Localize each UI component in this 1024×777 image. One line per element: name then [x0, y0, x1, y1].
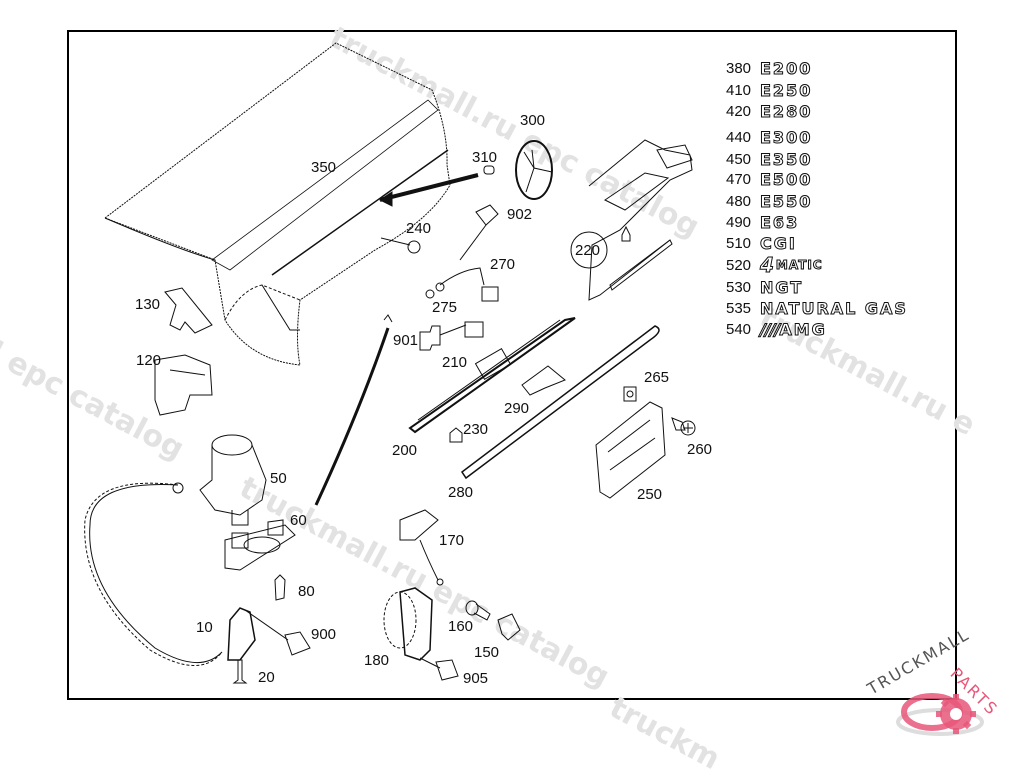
callout-50[interactable]: 50 [270, 470, 287, 487]
badge-e300: E300 [759, 127, 813, 147]
legend-number: 490 [726, 213, 752, 231]
legend-row[interactable]: 520 4 MATIC [726, 253, 823, 278]
truckmall-parts-logo: TRUCKMALL PARTS [860, 625, 1020, 750]
legend-number: 480 [726, 192, 752, 210]
handle-strip-200 [408, 317, 576, 434]
legend-row[interactable]: 450 E350 [726, 149, 812, 169]
trunk-lid-350 [103, 42, 451, 366]
callout-60[interactable]: 60 [290, 512, 307, 529]
legend-number: 450 [726, 150, 752, 168]
badge-e63: E63 [759, 212, 800, 232]
legend-number: 540 [726, 320, 752, 338]
callout-901[interactable]: 901 [393, 332, 419, 349]
gear-logo-icon [896, 693, 984, 736]
callout-230[interactable]: 230 [463, 421, 489, 438]
legend-number: 520 [726, 256, 752, 274]
callout-270[interactable]: 270 [490, 256, 516, 273]
callout-150[interactable]: 150 [474, 644, 500, 661]
release-cable [84, 482, 223, 666]
legend-row[interactable]: 480 E550 [726, 191, 812, 211]
callout-905[interactable]: 905 [463, 670, 489, 687]
callout-350[interactable]: 350 [311, 159, 337, 176]
diagram-frame [67, 30, 957, 700]
legend-number: 510 [726, 234, 752, 252]
badge-natural-gas: NATURAL GAS [760, 298, 908, 318]
callout-170[interactable]: 170 [439, 532, 465, 549]
legend-row[interactable]: 535 NATURAL GAS [726, 298, 908, 318]
legend-number: 440 [726, 128, 752, 146]
callout-180[interactable]: 180 [364, 652, 390, 669]
legend-row[interactable]: 380 E200 [726, 58, 812, 78]
badge-e280: E280 [759, 101, 813, 121]
parts-drawing [84, 42, 696, 684]
badge-amg: AMG [779, 319, 827, 339]
badge-cgi: CGI [760, 233, 797, 253]
callout-260[interactable]: 260 [687, 441, 713, 458]
callout-circle-220 [570, 231, 608, 269]
badge-e550: E550 [759, 191, 813, 211]
badge-e500: E500 [759, 169, 813, 189]
mercedes-star-emblem [515, 140, 553, 200]
legend-number: 470 [726, 170, 752, 188]
badge-4matic-4: 4 [760, 253, 776, 278]
callout-240[interactable]: 240 [406, 220, 432, 237]
callout-220[interactable]: 220 [575, 242, 601, 259]
legend-number: 410 [726, 81, 752, 99]
callout-280[interactable]: 280 [448, 484, 474, 501]
legend-row[interactable]: 470 E500 [726, 169, 812, 189]
callout-210[interactable]: 210 [442, 354, 468, 371]
badge-4matic-suffix: MATIC [775, 258, 823, 273]
callout-310[interactable]: 310 [472, 149, 498, 166]
legend-row[interactable]: 530 NGT [726, 277, 803, 297]
callout-120[interactable]: 120 [136, 352, 162, 369]
legend-number: 380 [726, 59, 752, 77]
callout-275[interactable]: 275 [432, 299, 458, 316]
legend-row[interactable]: 410 E250 [726, 80, 812, 100]
badge-e200: E200 [759, 58, 813, 78]
callout-902[interactable]: 902 [507, 206, 533, 223]
callout-200[interactable]: 200 [392, 442, 418, 459]
callout-250[interactable]: 250 [637, 486, 663, 503]
legend-row[interactable]: 510 CGI [726, 233, 797, 253]
callout-160[interactable]: 160 [448, 618, 474, 635]
callout-290[interactable]: 290 [504, 400, 530, 417]
badge-e250: E250 [759, 80, 813, 100]
callout-900[interactable]: 900 [311, 626, 337, 643]
legend-row[interactable]: 490 E63 [726, 212, 799, 232]
badge-ngt: NGT [759, 277, 804, 297]
callout-300[interactable]: 300 [520, 112, 546, 129]
legend-row[interactable]: 440 E300 [726, 127, 812, 147]
callout-265[interactable]: 265 [644, 369, 670, 386]
callout-130[interactable]: 130 [135, 296, 161, 313]
legend-row[interactable]: 420 E280 [726, 101, 812, 121]
legend-number: 535 [726, 299, 752, 317]
legend-row[interactable]: 540 //// AMG [726, 319, 827, 339]
legend-number: 530 [726, 278, 752, 296]
callout-80[interactable]: 80 [298, 583, 315, 600]
callout-20[interactable]: 20 [258, 669, 275, 686]
trim-strip-280 [460, 325, 660, 480]
license-plate-bracket-250 [595, 401, 666, 499]
badge-e350: E350 [759, 149, 813, 169]
callout-10[interactable]: 10 [196, 619, 213, 636]
badge-amg-stripes: //// [759, 319, 780, 339]
legend-number: 420 [726, 102, 752, 120]
